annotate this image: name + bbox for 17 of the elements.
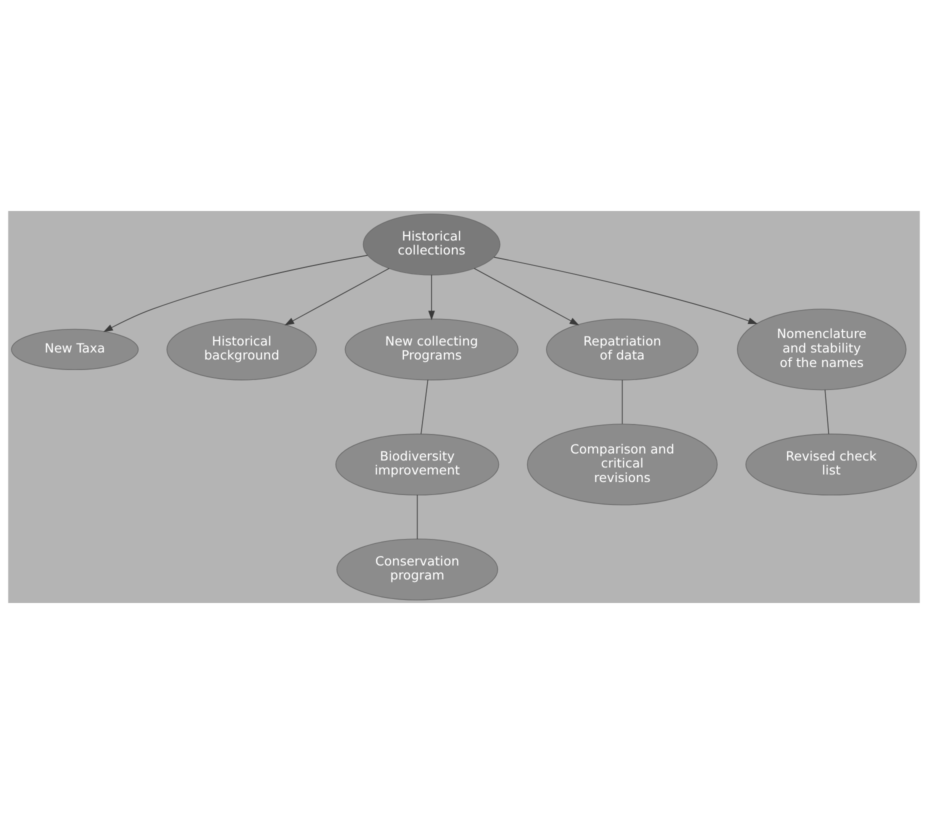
node-ellipse: New collecting Programs bbox=[344, 318, 518, 380]
connector bbox=[416, 494, 418, 540]
node-ellipse: Conservation program bbox=[336, 538, 498, 600]
arrow bbox=[103, 254, 368, 332]
node-ellipse: Comparison and critical revisions bbox=[526, 424, 718, 506]
connector bbox=[824, 390, 830, 434]
node-ellipse: New Taxa bbox=[11, 328, 139, 370]
arrow bbox=[494, 256, 758, 324]
connector bbox=[420, 379, 428, 434]
node-ellipse: Revised check list bbox=[745, 434, 918, 496]
connector bbox=[622, 380, 623, 424]
node-ellipse: Nomenclature and stability of the names bbox=[736, 308, 906, 390]
arrow bbox=[428, 274, 435, 320]
node-ellipse: Biodiversity improvement bbox=[335, 434, 500, 496]
arrow bbox=[474, 268, 580, 326]
arrow bbox=[284, 268, 390, 326]
node-ellipse: Historical collections bbox=[362, 214, 500, 276]
